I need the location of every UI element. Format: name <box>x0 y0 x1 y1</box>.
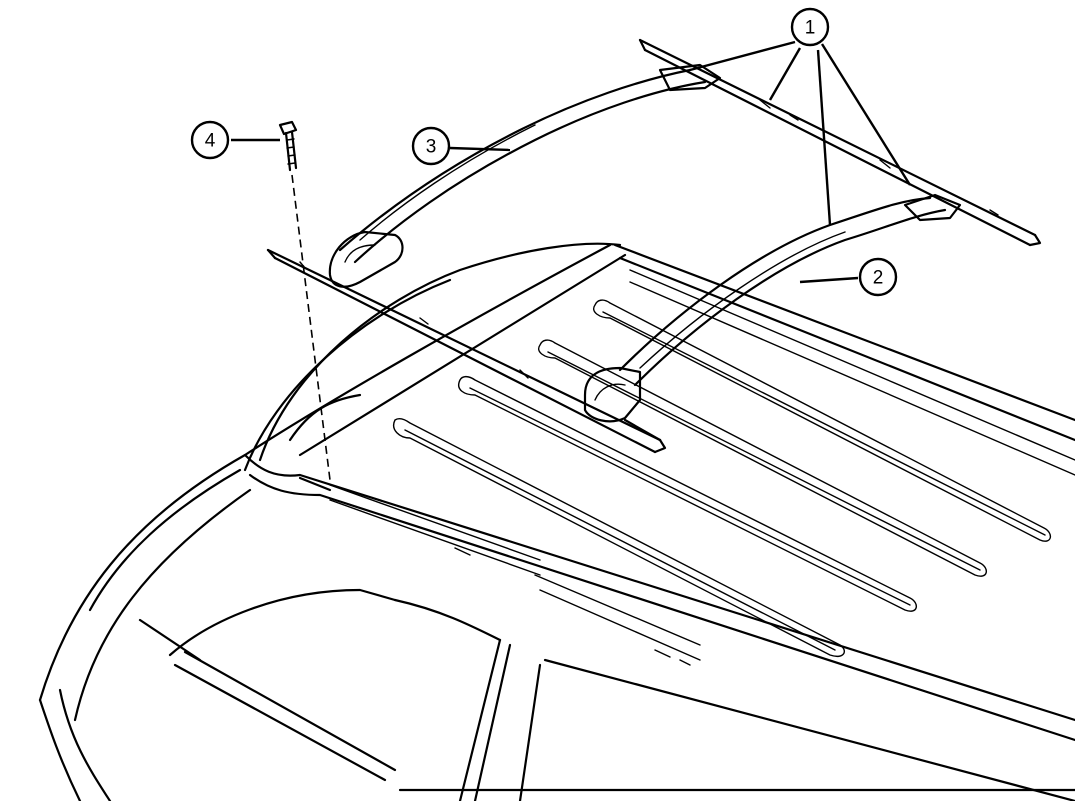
callout-1: 1 <box>790 7 830 47</box>
front-rail-base <box>266 248 667 454</box>
bolt-fastener <box>278 120 331 481</box>
leader-lines <box>231 40 912 284</box>
callout-3: 3 <box>411 126 451 166</box>
rear-rail-base <box>638 38 1042 247</box>
rear-crossbar <box>583 193 962 423</box>
callout-label-1: 1 <box>805 18 816 39</box>
front-crossbar <box>328 63 722 288</box>
callout-label-2: 2 <box>873 268 884 289</box>
callout-label-3: 3 <box>426 137 437 158</box>
callout-4: 4 <box>190 120 230 160</box>
vehicle-roof <box>38 242 1075 801</box>
callout-2: 2 <box>858 257 898 297</box>
roof-grooves <box>393 269 1075 657</box>
callout-label-4: 4 <box>205 131 216 152</box>
